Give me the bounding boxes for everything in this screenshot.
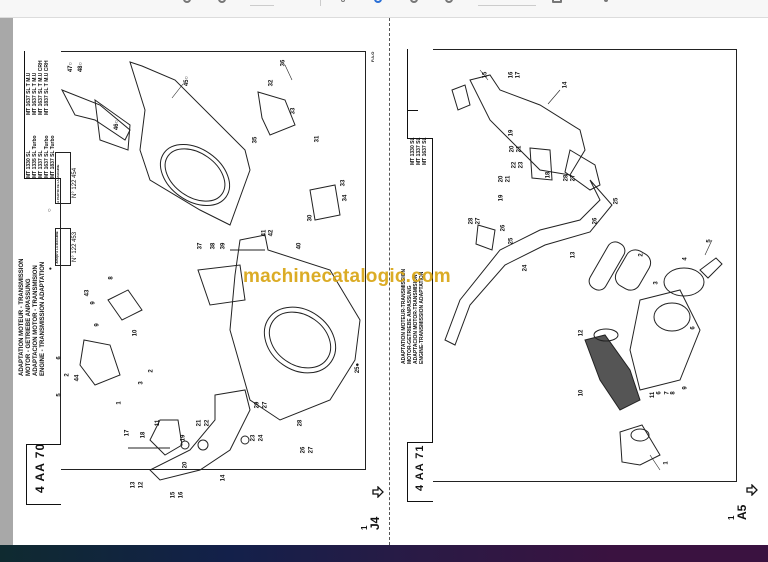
more-options-icon[interactable] bbox=[604, 0, 608, 2]
rotate-icon[interactable] bbox=[374, 0, 382, 3]
toolbar-divider bbox=[320, 0, 321, 6]
next-page-arrow-icon[interactable] bbox=[372, 486, 384, 498]
right-model-box bbox=[407, 49, 433, 139]
right-page-id-box bbox=[407, 442, 433, 502]
page-divider bbox=[389, 18, 390, 545]
next-page-icon[interactable] bbox=[445, 0, 453, 3]
page-number-field[interactable] bbox=[478, 5, 536, 6]
left-page-frame bbox=[60, 51, 366, 470]
sidebar-gutter bbox=[0, 18, 13, 545]
left-diagram bbox=[60, 61, 361, 481]
zoom-out-icon[interactable] bbox=[183, 0, 191, 3]
fit-page-icon[interactable] bbox=[552, 0, 562, 3]
zoom-level-field[interactable] bbox=[250, 5, 274, 6]
right-diagram bbox=[444, 74, 723, 466]
watermark-text: machinecatalogic.com bbox=[243, 266, 451, 287]
left-model-box bbox=[24, 51, 61, 179]
next-page-arrow-icon[interactable] bbox=[746, 484, 758, 496]
prev-page-icon[interactable] bbox=[410, 0, 418, 3]
viewer-toolbar bbox=[0, 0, 768, 18]
left-page-id-box bbox=[26, 444, 61, 505]
document-viewer[interactable] bbox=[13, 18, 768, 545]
zoom-in-icon[interactable] bbox=[218, 0, 226, 3]
os-taskbar bbox=[0, 545, 768, 562]
right-page-frame bbox=[432, 49, 737, 482]
dot-icon[interactable] bbox=[341, 0, 345, 2]
callout-leaders bbox=[171, 64, 713, 471]
